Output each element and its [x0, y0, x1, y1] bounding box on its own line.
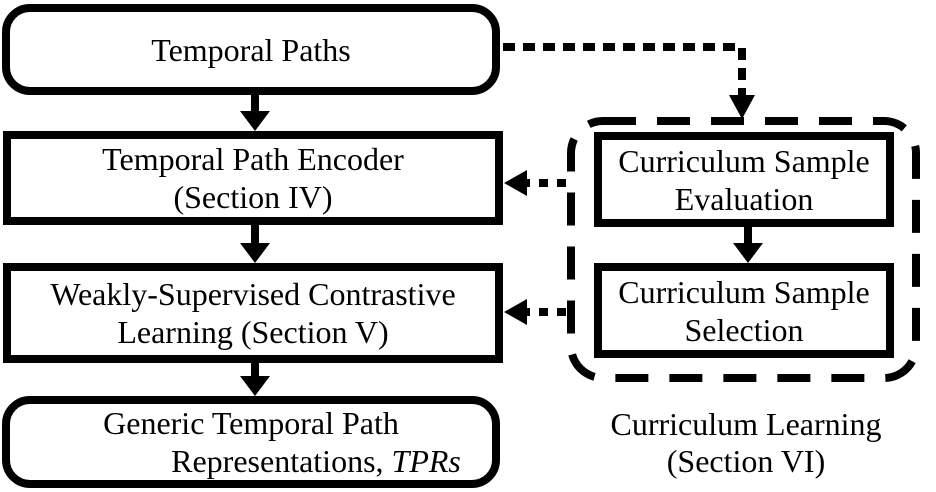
curriculum-learning-caption: Curriculum Learning (Section VI) — [570, 406, 922, 480]
node-selection-label-line2: Selection — [684, 311, 804, 348]
node-evaluation-label-line1: Curriculum Sample — [618, 142, 870, 179]
node-encoder-label-line2: (Section IV) — [173, 179, 333, 215]
node-contrastive-label-line1: Weakly-Supervised Contrastive — [50, 276, 456, 312]
node-tprs-label-line1: Generic Temporal Path — [103, 405, 399, 441]
arrow-encoder-to-contrastive-icon — [240, 223, 270, 263]
node-tprs-label-line2-italic: TPRs — [391, 443, 461, 479]
node-temporal-paths: Temporal Paths — [2, 4, 500, 95]
node-encoder-label-line1: Temporal Path Encoder — [102, 141, 404, 177]
node-tprs-label-line2: Representations, TPRs — [10, 442, 492, 480]
caption-line1: Curriculum Learning — [610, 406, 882, 442]
arrow-evaluation-to-selection-icon — [733, 225, 763, 263]
curriculum-learning-container — [567, 117, 920, 382]
node-evaluation-label-line2: Evaluation — [674, 180, 814, 217]
node-weakly-supervised-contrastive: Weakly-Supervised Contrastive Learning (… — [3, 263, 503, 363]
node-curriculum-sample-selection: Curriculum Sample Selection — [594, 263, 894, 358]
node-tprs-label-line2-text: Representations, — [171, 443, 392, 479]
arrow-contrastive-to-tprs-icon — [240, 361, 270, 396]
caption-line2: (Section VI) — [666, 443, 826, 479]
node-contrastive-label-line2: Learning (Section V) — [117, 314, 389, 350]
arrow-temporal-paths-to-encoder-icon — [240, 92, 270, 131]
node-selection-label-line1: Curriculum Sample — [618, 273, 870, 310]
dashed-arrow-temporal-paths-to-curriculum-icon — [503, 43, 755, 119]
node-curriculum-sample-evaluation: Curriculum Sample Evaluation — [594, 132, 894, 227]
dashed-arrow-curriculum-to-encoder-icon — [504, 170, 566, 196]
node-temporal-paths-label: Temporal Paths — [151, 31, 351, 68]
dashed-arrow-curriculum-to-contrastive-icon — [504, 299, 566, 325]
node-generic-tprs: Generic Temporal Path Representations, T… — [2, 396, 500, 488]
node-temporal-path-encoder: Temporal Path Encoder (Section IV) — [3, 131, 503, 225]
